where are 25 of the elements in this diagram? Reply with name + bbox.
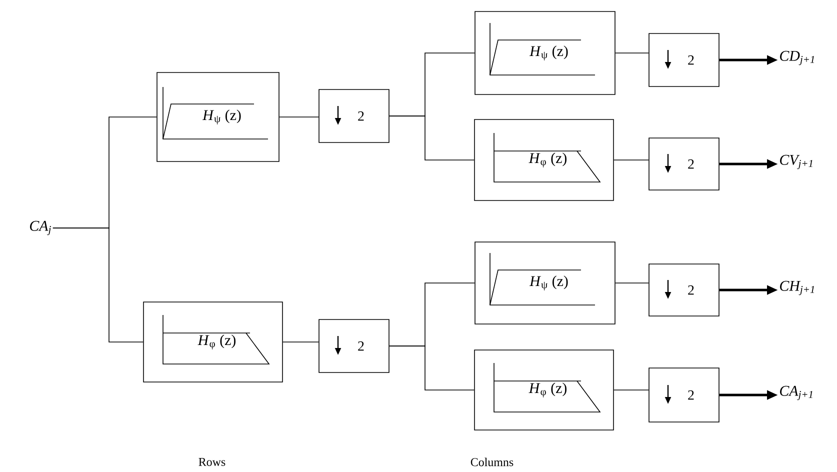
filter-box: H$_{ψ}$ (z)	[156, 72, 280, 162]
connector-line	[615, 52, 649, 54]
connector-line	[389, 116, 474, 160]
downsample-box: 2	[648, 33, 720, 87]
filter-box: H$_{φ}$ (z)	[474, 350, 614, 430]
caption-text: Rows	[198, 458, 226, 466]
downsample-box: 2	[318, 319, 390, 373]
downsample-box: 2	[648, 368, 720, 422]
downsample-box: 2	[318, 89, 390, 143]
output-label: CH$_{j+1}$	[780, 280, 814, 296]
downsample-box: 2	[648, 264, 720, 316]
filter-box: H$_{φ}$ (z)	[143, 302, 283, 382]
output-label: CD$_{j+1}$	[780, 50, 814, 66]
output-label: CV$_{j+1}$	[780, 154, 812, 170]
filter-box: H$_{ψ}$ (z)	[474, 242, 616, 324]
filter-box: H$_{ψ}$ (z)	[474, 11, 616, 95]
output-label: CA$_{j+1}$	[780, 386, 812, 400]
connector-line	[615, 282, 649, 284]
connector-line	[279, 116, 319, 118]
connector-line	[52, 228, 144, 342]
connector-line	[389, 346, 474, 390]
filter-box: H$_{φ}$ (z)	[474, 119, 614, 201]
output-label: CA$_{j}$	[30, 220, 51, 236]
caption-text: Columns	[470, 458, 514, 466]
downsample-box: 2	[648, 138, 720, 190]
